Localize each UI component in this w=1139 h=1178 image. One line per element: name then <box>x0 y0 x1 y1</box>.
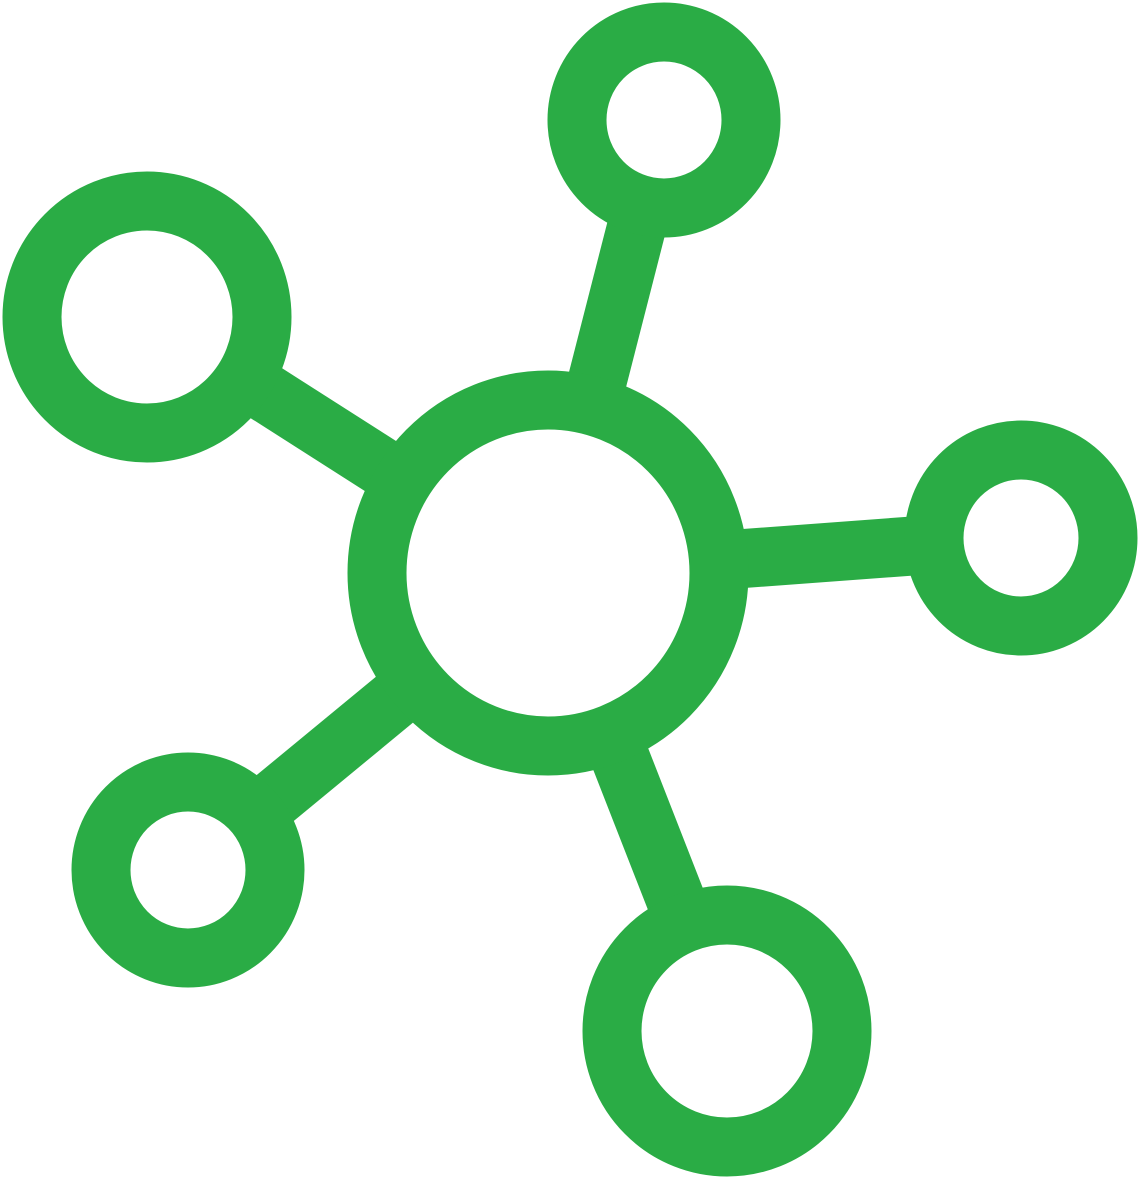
right-node <box>904 420 1138 656</box>
center-node <box>347 370 749 776</box>
bottom-node <box>582 885 872 1177</box>
lower-left-node <box>71 752 305 988</box>
upper-left-node <box>2 171 292 463</box>
top-node <box>547 2 781 238</box>
